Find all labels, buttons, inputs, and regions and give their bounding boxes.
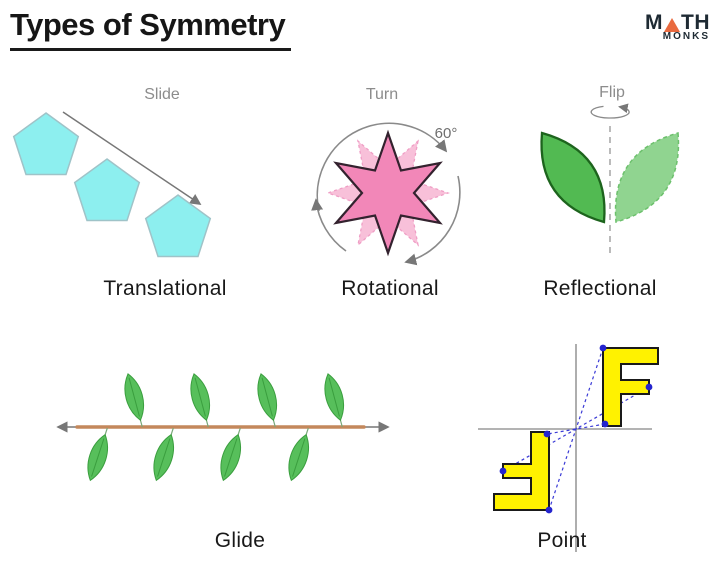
logo-letter-m: M <box>645 11 663 34</box>
hint-flip: Flip <box>599 84 625 101</box>
label-point: Point <box>537 529 587 552</box>
glide-leaf-top-3 <box>252 371 284 430</box>
pentagon-shape-1 <box>12 112 80 176</box>
correspondence-line-2 <box>502 386 650 472</box>
leaf-solid <box>540 131 606 224</box>
math-monks-logo: M TH MONKS <box>645 11 710 42</box>
symmetry-dot-4 <box>545 506 553 514</box>
symmetry-dot-3 <box>601 420 609 428</box>
glide-leaf-top-4 <box>319 371 351 430</box>
symmetry-dot-2 <box>645 383 653 391</box>
rotation-star <box>333 129 443 257</box>
glide-leaf-bottom-3 <box>214 424 249 484</box>
symmetry-dot-1 <box>599 344 607 352</box>
translational-figure <box>12 111 212 258</box>
page-title: Types of Symmetry <box>10 7 292 51</box>
rotation-angle-label: 60° <box>434 125 458 142</box>
rotation-arc-left <box>311 198 347 252</box>
label-translational: Translational <box>103 277 227 300</box>
glide-leaf-top-1 <box>119 371 151 430</box>
hint-turn: Turn <box>365 86 399 103</box>
glide-leaf-bottom-1 <box>81 424 116 484</box>
correspondence-line-3 <box>546 423 606 435</box>
label-rotational: Rotational <box>341 277 439 300</box>
logo-math-row: M TH <box>645 11 710 34</box>
point-figure <box>478 344 659 552</box>
letter-f-lower <box>493 431 550 511</box>
symmetry-dot-6 <box>543 430 551 438</box>
hint-slide: Slide <box>144 86 180 103</box>
reflectional-figure <box>540 103 680 253</box>
glide-leaf-top-2 <box>185 371 217 430</box>
leaf-mirror <box>614 132 680 223</box>
rotational-figure <box>311 122 461 266</box>
rotation-arc-right <box>404 175 461 266</box>
label-reflectional: Reflectional <box>543 277 657 300</box>
logo-letters-th: TH <box>681 11 710 34</box>
logo-triangle-icon <box>664 18 680 32</box>
rotation-arc-top <box>316 122 448 212</box>
glide-leaf-bottom-2 <box>147 424 182 484</box>
slide-arrow <box>62 111 202 205</box>
pentagon-shape-2 <box>73 158 141 222</box>
symmetry-dot-5 <box>499 467 507 475</box>
flip-rotation-icon <box>590 103 630 119</box>
pentagon-shape-3 <box>144 194 212 258</box>
glide-figure <box>56 371 390 484</box>
logo-monks-text: MONKS <box>662 31 710 42</box>
letter-f-upper <box>602 347 659 427</box>
label-glide: Glide <box>214 529 266 552</box>
glide-leaf-bottom-4 <box>282 424 317 484</box>
